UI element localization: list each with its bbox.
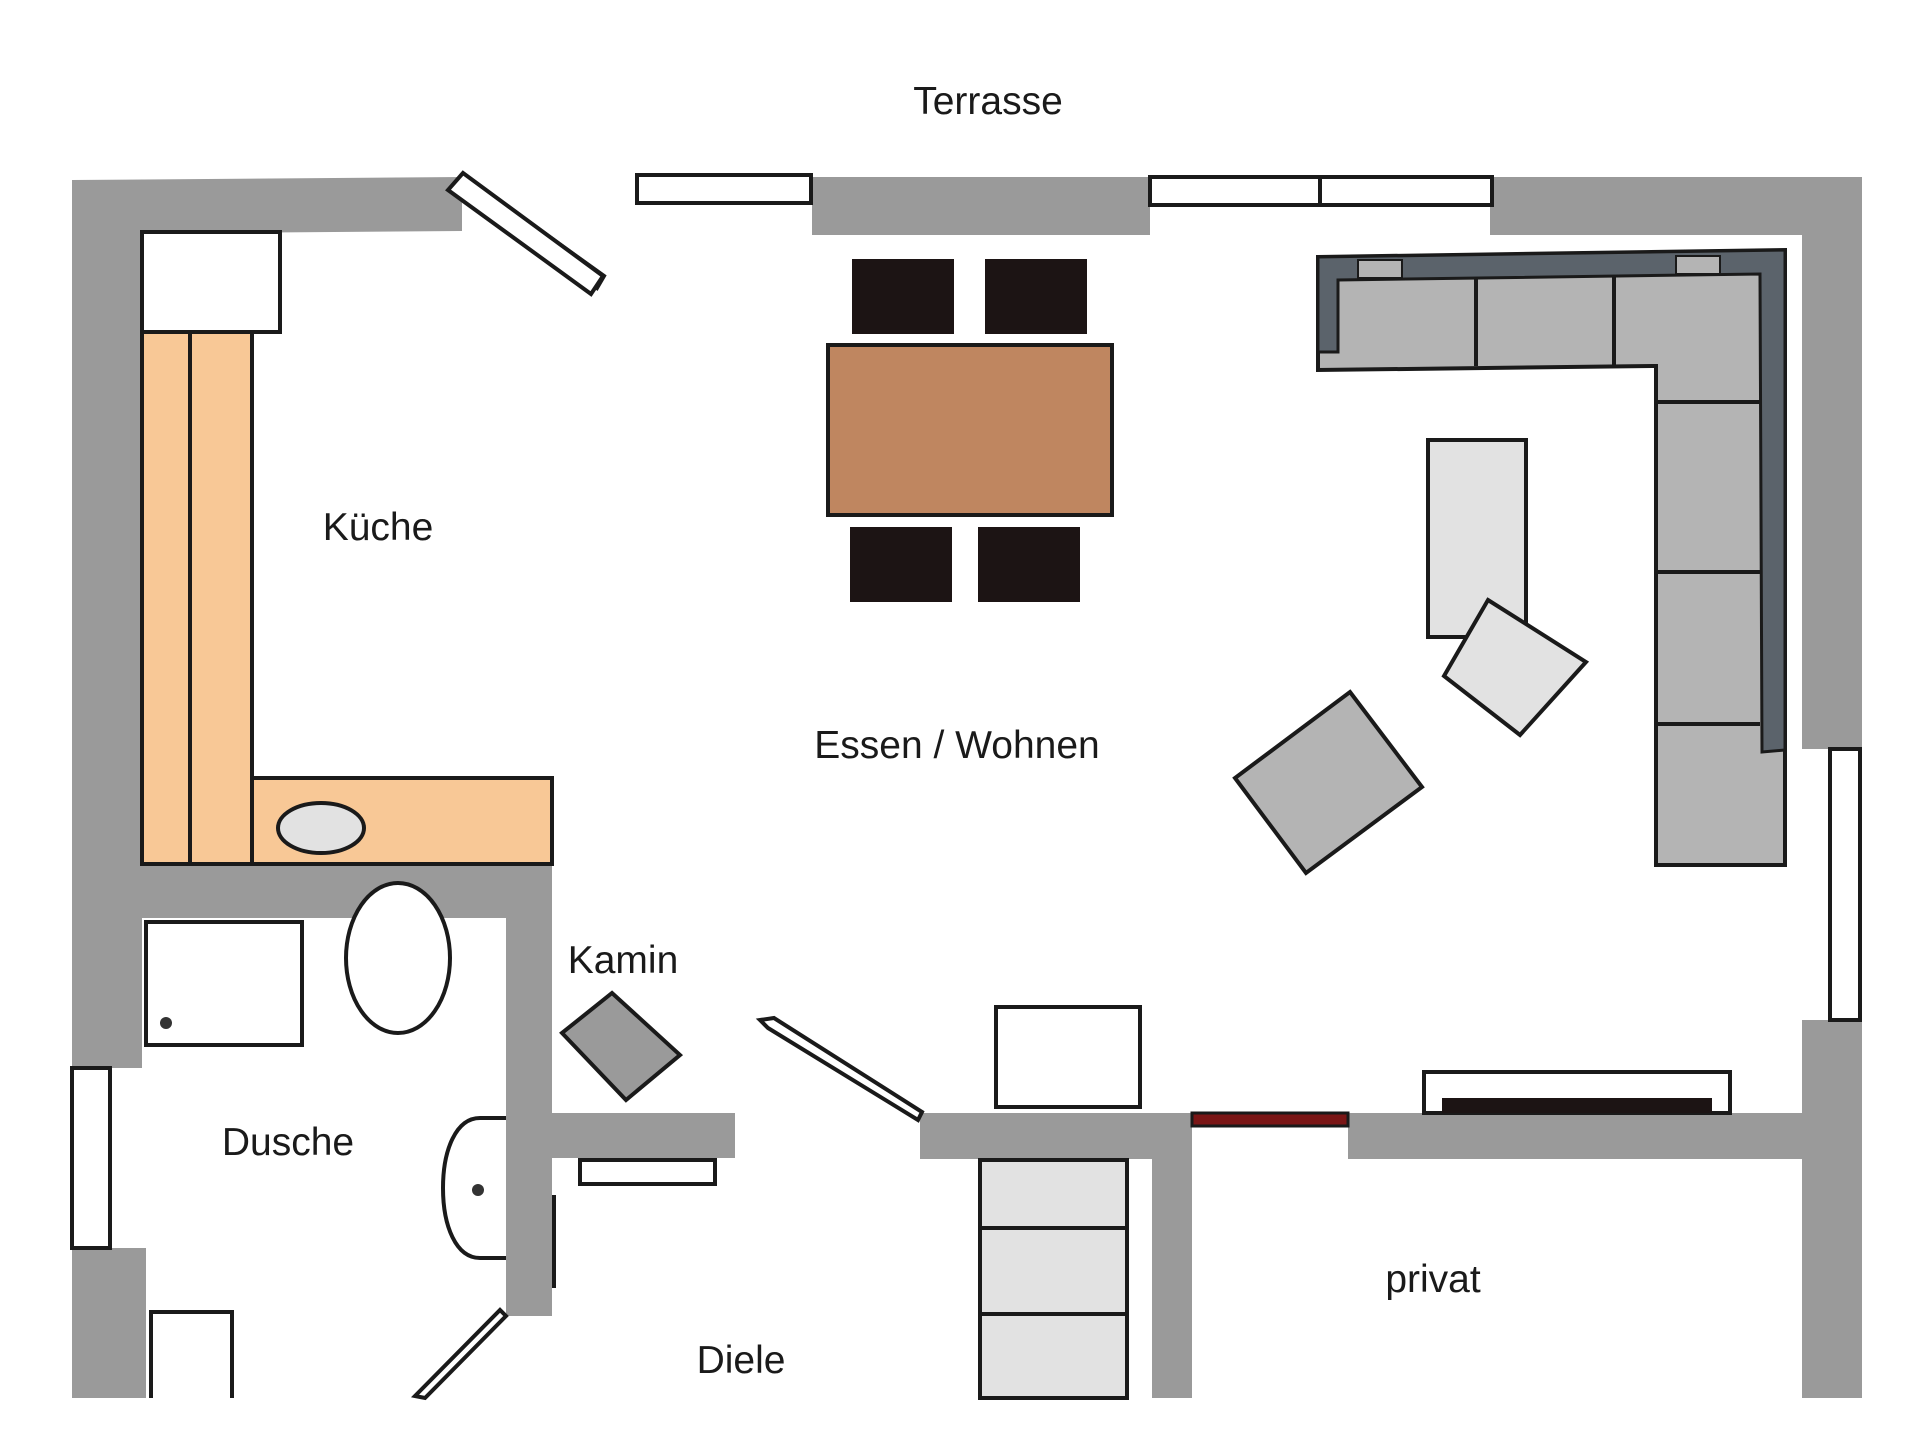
stair-step-1 bbox=[978, 1158, 1129, 1230]
coffee-table bbox=[1426, 438, 1528, 639]
label-essen-wohnen: Essen / Wohnen bbox=[814, 724, 1099, 767]
window-top-2a bbox=[1148, 175, 1322, 207]
sofa-group bbox=[1232, 247, 1787, 876]
window-left bbox=[70, 1066, 112, 1250]
wall-top-right bbox=[1490, 177, 1862, 235]
chair-top-left bbox=[852, 259, 954, 334]
wall-left-lower bbox=[72, 1248, 146, 1398]
label-dusche: Dusche bbox=[222, 1121, 354, 1164]
hall-items bbox=[578, 1005, 1732, 1400]
wall-stair-right bbox=[1152, 1113, 1192, 1398]
dining-set bbox=[826, 259, 1114, 602]
shoe-shelf bbox=[578, 1158, 717, 1186]
kitchen-sink bbox=[276, 801, 366, 855]
dining-table bbox=[826, 343, 1114, 517]
kitchen bbox=[140, 230, 554, 866]
chair-bottom-left bbox=[850, 527, 952, 602]
door-bath-frame bbox=[552, 1195, 556, 1288]
windows bbox=[70, 170, 1862, 1250]
label-kamin: Kamin bbox=[568, 939, 679, 982]
label-privat: privat bbox=[1385, 1258, 1481, 1301]
window-angled-kitchen-frame bbox=[445, 170, 606, 297]
label-kueche: Küche bbox=[323, 506, 434, 549]
stair-step-2 bbox=[978, 1226, 1129, 1316]
label-terrasse: Terrasse bbox=[913, 80, 1063, 123]
washbasin-drain bbox=[472, 1184, 484, 1196]
wall-left-upper bbox=[72, 180, 142, 1068]
shower-drain bbox=[160, 1017, 172, 1029]
fireplace bbox=[559, 990, 684, 1103]
sofa-cushion-right bbox=[1675, 255, 1721, 275]
doors bbox=[410, 1015, 1350, 1401]
kitchen-counter-left-a bbox=[140, 330, 192, 866]
fridge bbox=[140, 230, 282, 334]
chair-bottom-right bbox=[978, 527, 1080, 602]
ottoman bbox=[1441, 597, 1590, 738]
sofa-backrest bbox=[1316, 248, 1787, 754]
window-right bbox=[1828, 747, 1862, 1022]
wardrobe bbox=[994, 1005, 1142, 1109]
wall-bath-right bbox=[506, 864, 552, 1316]
door-hall-angled bbox=[755, 1015, 925, 1123]
door-privat-sliding bbox=[1190, 1111, 1350, 1128]
sofa-cushion-left bbox=[1357, 259, 1403, 279]
room-labels: Terrasse Küche Essen / Wohnen Kamin Dusc… bbox=[222, 80, 1481, 1382]
kitchen-counter-left-b bbox=[188, 330, 254, 866]
shower-tray bbox=[144, 920, 304, 1047]
label-diele: Diele bbox=[697, 1339, 786, 1382]
wall-kitchen-bottom bbox=[142, 864, 552, 918]
walls bbox=[72, 177, 1862, 1398]
window-top-2b bbox=[1318, 175, 1494, 207]
door-bath-angled bbox=[410, 1307, 509, 1401]
wall-privat-top bbox=[1348, 1113, 1802, 1159]
wall-top-middle bbox=[812, 177, 1150, 235]
stair-step-3 bbox=[978, 1312, 1129, 1400]
wall-right-upper bbox=[1802, 177, 1862, 749]
bathroom bbox=[144, 881, 506, 1398]
sideboard-top bbox=[1442, 1098, 1712, 1113]
armchair bbox=[1232, 689, 1425, 876]
chair-top-right bbox=[985, 259, 1087, 334]
wall-kamin-stub bbox=[552, 1113, 735, 1158]
wall-right-lower bbox=[1802, 1020, 1862, 1398]
toilet bbox=[344, 881, 452, 1035]
wall-stair-top bbox=[920, 1113, 1192, 1159]
bath-cabinet bbox=[149, 1310, 234, 1398]
wall-top-left bbox=[72, 177, 462, 234]
window-top-1 bbox=[635, 173, 813, 205]
